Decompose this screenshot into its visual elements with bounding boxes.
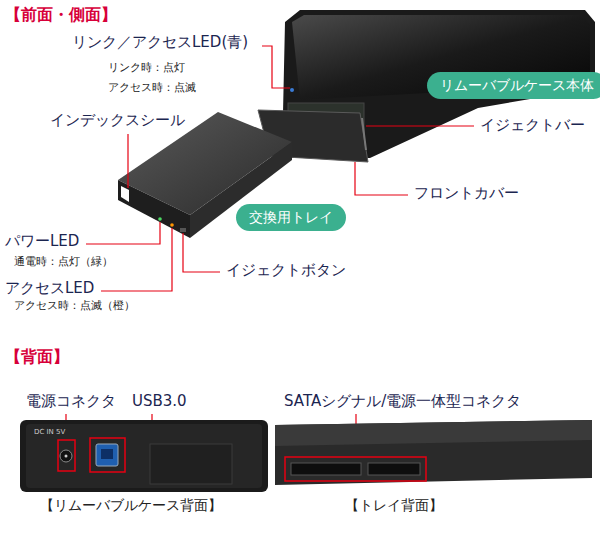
part-label: イジェクトボタン bbox=[226, 262, 346, 279]
power-led bbox=[158, 217, 162, 221]
case-back-plate bbox=[26, 424, 262, 488]
section-heading: 【背面】 bbox=[5, 348, 69, 366]
callout-text: 交換用トレイ bbox=[249, 209, 333, 226]
leader-line bbox=[86, 222, 160, 244]
dc-jack bbox=[60, 450, 72, 462]
access-led bbox=[170, 223, 174, 227]
note: アクセス時：点滅 bbox=[108, 82, 196, 95]
usb-port-inner bbox=[101, 449, 113, 459]
part-label: リンク／アクセスLED(青) bbox=[72, 34, 248, 51]
tray-front bbox=[118, 180, 190, 238]
part-label: パワーLED bbox=[5, 233, 79, 250]
highlight-box bbox=[90, 438, 125, 472]
part-label: フロントカバー bbox=[414, 185, 519, 202]
part-label: イジェクトバー bbox=[480, 117, 585, 134]
note: リンク時：点灯 bbox=[108, 62, 185, 75]
leader-line bbox=[183, 233, 220, 272]
usb-port bbox=[96, 444, 118, 466]
sata-slot bbox=[368, 463, 420, 475]
case-back-panel bbox=[150, 444, 232, 484]
callout-pill: 交換用トレイ bbox=[236, 204, 346, 231]
part-label: 電源コネクタ bbox=[26, 393, 116, 410]
view-caption: 【リムーバブルケース背面】 bbox=[40, 497, 222, 513]
tray-back bbox=[275, 420, 592, 485]
view-caption: 【トレイ背面】 bbox=[345, 497, 443, 513]
link-led bbox=[290, 88, 294, 92]
tray-back-top bbox=[275, 420, 592, 446]
eject-button bbox=[180, 228, 186, 232]
callout-pill: リムーバブルケース本体 bbox=[427, 72, 600, 99]
leader-line bbox=[355, 162, 408, 195]
leader-line bbox=[366, 125, 474, 126]
note: 通電時：点灯（緑） bbox=[14, 256, 113, 269]
dc-jack-pin bbox=[65, 455, 68, 458]
sata-slot bbox=[291, 463, 361, 475]
port-marking: DC IN 5V bbox=[34, 428, 65, 436]
part-label: SATAシグナル/電源一体型コネクタ bbox=[284, 393, 521, 410]
section-heading: 【前面・側面】 bbox=[5, 6, 117, 24]
part-label: アクセスLED bbox=[5, 280, 94, 297]
part-label: USB3.0 bbox=[132, 393, 187, 410]
index-seal bbox=[121, 186, 129, 202]
leader-line bbox=[127, 134, 128, 188]
highlight-box bbox=[58, 440, 75, 471]
part-label: インデックスシール bbox=[50, 112, 185, 129]
highlight-box bbox=[285, 457, 426, 481]
note: アクセス時：点滅（橙） bbox=[14, 300, 135, 313]
case-back bbox=[20, 420, 268, 492]
eject-bar bbox=[362, 118, 366, 150]
leader-line bbox=[262, 46, 290, 88]
callout-text: リムーバブルケース本体 bbox=[440, 77, 594, 94]
